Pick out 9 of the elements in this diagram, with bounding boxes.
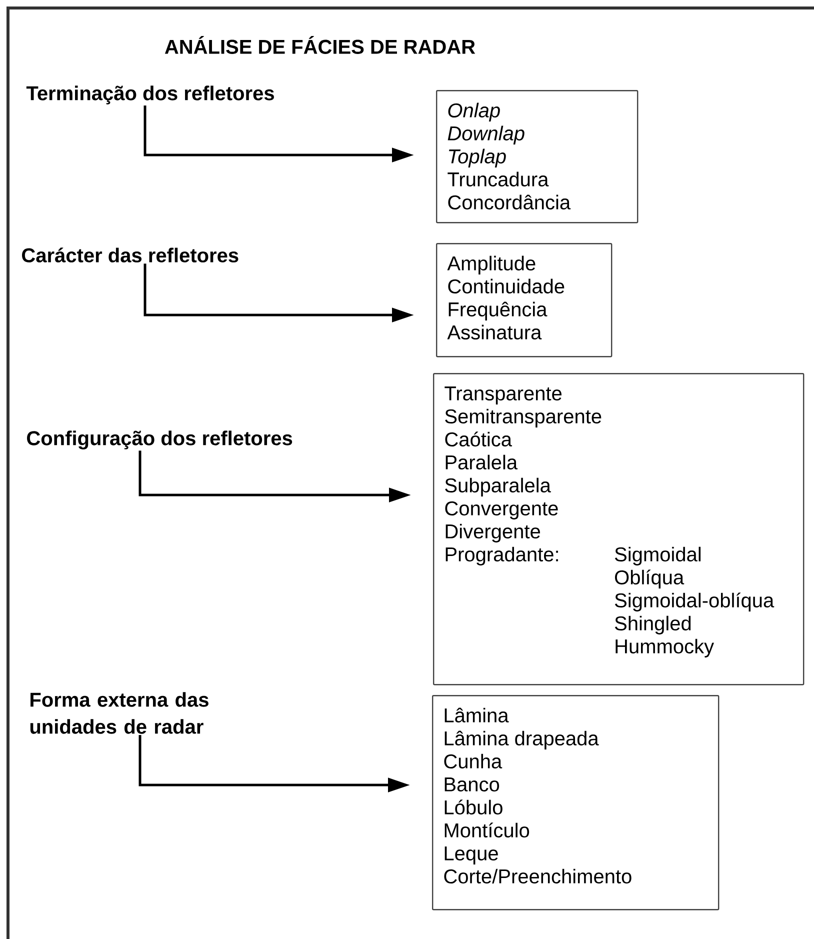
title: ANÁLISE DE FÁCIES DE RADAR xyxy=(164,36,476,54)
heading-text: Terminação dos refletores xyxy=(26,86,274,104)
heading-text: Forma externa das unidades de radar xyxy=(30,692,208,734)
list-box: Transparente Semitransparente Caótica Paralela Subparalela Convergente Divergente Progradante: Sigmoidal Oblíqua Sigmoidal-oblíqua Shingled Hummocky xyxy=(433,373,804,686)
list-box: Lâmina Lâmina drapeada Cunha Banco Lóbulo Montículo Leque Corte/Preenchimento xyxy=(432,695,720,910)
list-box: Onlap Downlap Toplap Truncadura Concordância xyxy=(436,90,638,224)
heading-text: Carácter das refletores xyxy=(22,248,238,262)
list-box: Amplitude Continuidade Frequência Assinatura xyxy=(436,243,612,358)
heading-text: Configuração dos refletores xyxy=(27,430,292,450)
